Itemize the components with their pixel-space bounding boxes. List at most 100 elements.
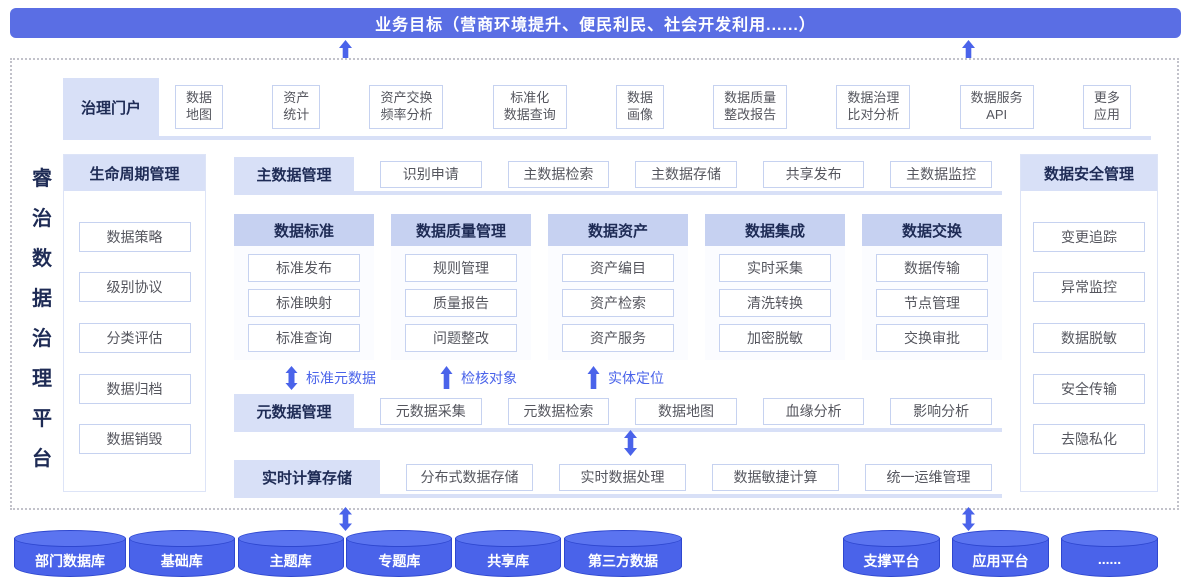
database-cylinder: 应用平台 bbox=[952, 530, 1049, 577]
column-data-integration: 数据集成 实时采集 清洗转换 加密脱敏 bbox=[705, 214, 845, 360]
realtime-section: 实时计算存储 分布式数据存储 实时数据处理 数据敏捷计算 统一运维管理 bbox=[234, 460, 1002, 498]
lifecycle-items: 数据策略 级别协议 分类评估 数据归档 数据销毁 bbox=[64, 191, 205, 491]
double-arrow-icon bbox=[338, 507, 353, 533]
module-chip: 资产交换频率分析 bbox=[369, 85, 444, 129]
module-chip: 更多应用 bbox=[1082, 85, 1131, 129]
database-label: 专题库 bbox=[378, 553, 421, 569]
portal-section-title: 治理门户 bbox=[63, 78, 159, 136]
double-arrow-icon bbox=[961, 507, 976, 533]
module-chip: 变更追踪 bbox=[1033, 221, 1145, 252]
platform-title-char: 理 bbox=[32, 368, 52, 390]
security-section: 数据安全管理 变更追踪 异常监控 数据脱敏 安全传输 去隐私化 bbox=[1020, 154, 1158, 492]
module-chip: 识别申请 bbox=[380, 160, 482, 188]
database-cylinder: 支撑平台 bbox=[843, 530, 940, 577]
column-data-exchange: 数据交换 数据传输 节点管理 交换审批 bbox=[862, 214, 1002, 360]
module-chip: 数据地图 bbox=[175, 85, 224, 129]
module-chip: 元数据采集 bbox=[380, 397, 482, 425]
column-data-standard: 数据标准 标准发布 标准映射 标准查询 bbox=[234, 214, 374, 360]
database-cylinder: 主题库 bbox=[237, 530, 344, 577]
realtime-items: 分布式数据存储 实时数据处理 数据敏捷计算 统一运维管理 bbox=[380, 460, 1002, 494]
module-chip: 资产服务 bbox=[562, 324, 674, 352]
platform-title: 睿 治 数 据 治 理 平 台 bbox=[26, 162, 58, 471]
module-chip: 元数据检索 bbox=[507, 397, 610, 425]
business-goal-banner: 业务目标（营商环境提升、便民利民、社会开发利用......） bbox=[10, 8, 1181, 38]
source-databases: 部门数据库 基础库 主题库 专题库 共享库 第三方数据 bbox=[14, 530, 682, 577]
database-cylinder: 共享库 bbox=[455, 530, 562, 577]
master-data-section: 主数据管理 识别申请 主数据检索 主数据存储 共享发布 主数据监控 bbox=[234, 157, 1002, 195]
platform-title-char: 据 bbox=[32, 288, 52, 310]
database-cylinder: ...... bbox=[1061, 530, 1158, 577]
module-chip: 资产统计 bbox=[272, 85, 321, 129]
flow-item: 标准元数据 bbox=[285, 366, 376, 390]
module-chip: 标准查询 bbox=[248, 324, 360, 352]
security-section-title: 数据安全管理 bbox=[1021, 155, 1157, 191]
lifecycle-section: 生命周期管理 数据策略 级别协议 分类评估 数据归档 数据销毁 bbox=[63, 154, 206, 492]
module-chip: 数据策略 bbox=[78, 221, 191, 252]
module-chip: 数据敏捷计算 bbox=[712, 463, 839, 491]
module-chip: 数据治理比对分析 bbox=[836, 85, 911, 129]
portal-section: 治理门户 数据地图 资产统计 资产交换频率分析 标准化数据查询 数据画像 数据质… bbox=[63, 78, 1151, 140]
module-chip: 数据脱敏 bbox=[1033, 322, 1145, 353]
module-chip: 级别协议 bbox=[78, 272, 191, 303]
module-chip: 主数据存储 bbox=[635, 160, 737, 188]
database-label: 主题库 bbox=[269, 553, 312, 569]
platform-title-char: 数 bbox=[32, 248, 52, 270]
module-chip: 数据销毁 bbox=[78, 424, 191, 455]
platform-title-char: 治 bbox=[32, 328, 52, 350]
module-chip: 实时数据处理 bbox=[559, 463, 686, 491]
master-data-items: 识别申请 主数据检索 主数据存储 共享发布 主数据监控 bbox=[354, 157, 1002, 191]
flow-label: 标准元数据 bbox=[306, 370, 376, 386]
double-arrow-icon bbox=[285, 366, 298, 390]
security-items: 变更追踪 异常监控 数据脱敏 安全传输 去隐私化 bbox=[1021, 191, 1157, 491]
master-data-title: 主数据管理 bbox=[234, 157, 354, 191]
module-chip: 资产编目 bbox=[562, 254, 674, 282]
column-data-quality: 数据质量管理 规则管理 质量报告 问题整改 bbox=[391, 214, 531, 360]
module-chip: 数据质量整改报告 bbox=[713, 85, 788, 129]
column-title: 数据资产 bbox=[548, 214, 688, 246]
metadata-title: 元数据管理 bbox=[234, 394, 354, 428]
module-chip: 数据归档 bbox=[78, 373, 191, 404]
module-chip: 去隐私化 bbox=[1033, 424, 1145, 455]
metadata-section: 元数据管理 元数据采集 元数据检索 数据地图 血缘分析 影响分析 bbox=[234, 394, 1002, 432]
database-cylinder: 部门数据库 bbox=[14, 530, 126, 577]
database-label: 基础库 bbox=[160, 553, 203, 569]
column-data-asset: 数据资产 资产编目 资产检索 资产服务 bbox=[548, 214, 688, 360]
column-title: 数据质量管理 bbox=[391, 214, 531, 246]
database-label: 第三方数据 bbox=[587, 553, 658, 569]
double-arrow-icon bbox=[623, 430, 638, 456]
module-chip: 问题整改 bbox=[405, 324, 517, 352]
database-label: 应用平台 bbox=[972, 553, 1029, 569]
module-chip: 数据传输 bbox=[876, 254, 988, 282]
center-section: 主数据管理 识别申请 主数据检索 主数据存储 共享发布 主数据监控 数据标准 标… bbox=[234, 154, 1002, 498]
database-cylinder: 第三方数据 bbox=[563, 530, 682, 577]
module-chip: 资产检索 bbox=[562, 289, 674, 317]
platform-title-char: 睿 bbox=[32, 168, 52, 190]
metadata-items: 元数据采集 元数据检索 数据地图 血缘分析 影响分析 bbox=[354, 394, 1002, 428]
flow-item: 实体定位 bbox=[587, 366, 664, 389]
database-label: 支撑平台 bbox=[863, 553, 920, 569]
database-cylinder: 专题库 bbox=[346, 530, 453, 577]
platform-title-char: 平 bbox=[32, 408, 52, 430]
platform-title-char: 治 bbox=[32, 208, 52, 230]
module-chip: 数据画像 bbox=[615, 85, 664, 129]
platform-title-char: 台 bbox=[32, 448, 52, 470]
module-chip: 标准发布 bbox=[248, 254, 360, 282]
platform-panel: 睿 治 数 据 治 理 平 台 治理门户 数据地图 资产统计 资产交换频率分析 … bbox=[10, 58, 1179, 510]
up-arrow-icon bbox=[440, 366, 453, 389]
module-chip: 标准映射 bbox=[248, 289, 360, 317]
module-chip: 主数据监控 bbox=[890, 160, 992, 188]
lifecycle-section-title: 生命周期管理 bbox=[64, 155, 205, 191]
module-chip: 数据地图 bbox=[635, 397, 737, 425]
module-chip: 规则管理 bbox=[405, 254, 517, 282]
realtime-title: 实时计算存储 bbox=[234, 460, 380, 494]
module-chip: 安全传输 bbox=[1033, 373, 1145, 404]
database-label: 部门数据库 bbox=[35, 553, 105, 569]
module-chip: 分类评估 bbox=[78, 322, 191, 353]
module-chip: 节点管理 bbox=[876, 289, 988, 317]
banner-title: 业务目标（营商环境提升、便民利民、社会开发利用......） bbox=[375, 17, 816, 34]
flow-label: 实体定位 bbox=[608, 369, 664, 386]
flow-labels: 标准元数据 检核对象 实体定位 bbox=[234, 366, 1002, 392]
module-chip: 共享发布 bbox=[762, 160, 865, 188]
module-chip: 分布式数据存储 bbox=[406, 463, 533, 491]
